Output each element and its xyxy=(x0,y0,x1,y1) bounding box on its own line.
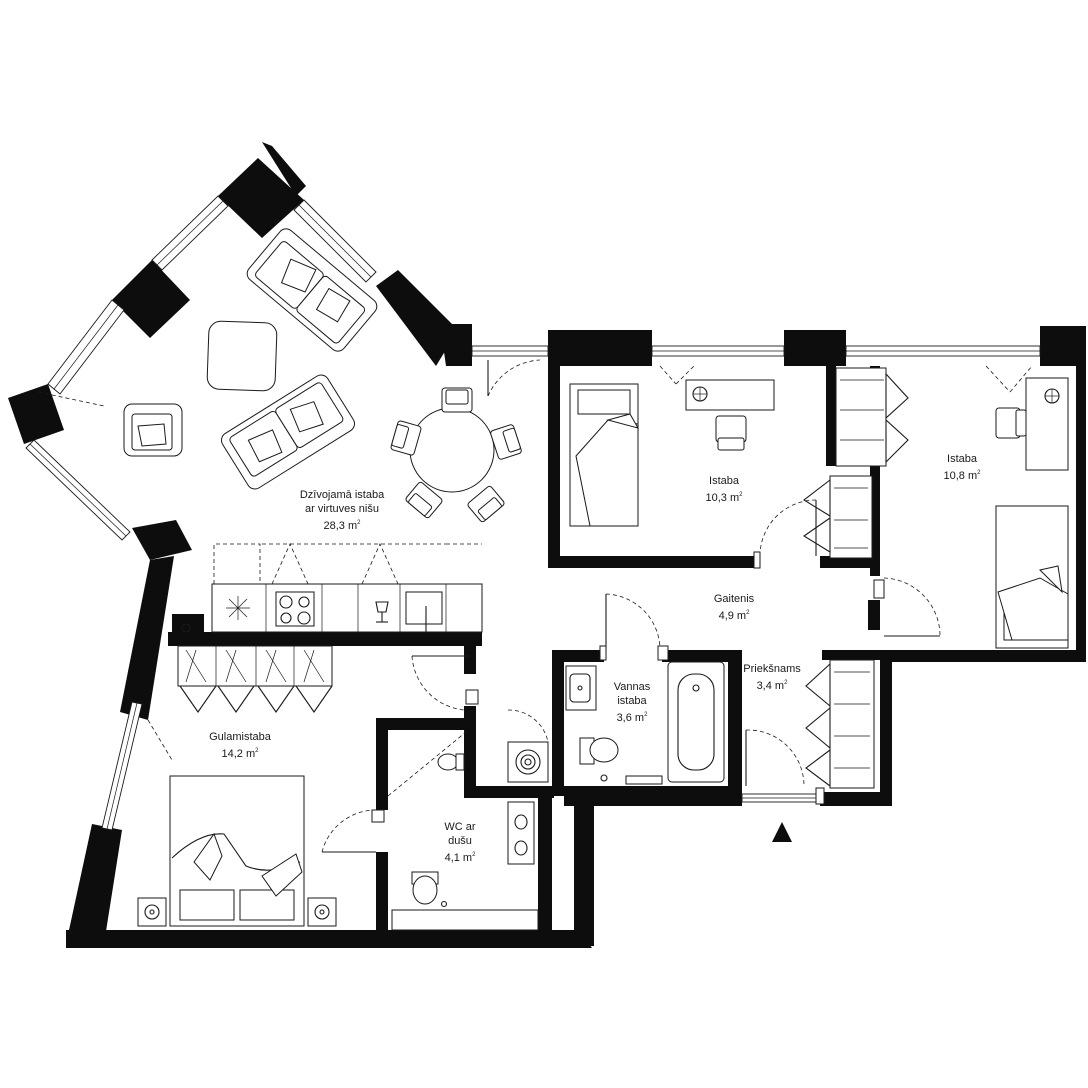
kitchen xyxy=(181,543,483,633)
room-name: Istaba xyxy=(947,453,977,465)
room-label-istaba-2: Istaba 10,8 m2 xyxy=(944,452,981,483)
room-area: 10,3 m2 xyxy=(705,492,743,504)
room-name: Vannas istaba xyxy=(613,681,651,707)
room-name: Istaba xyxy=(709,475,739,487)
room-name: Gulamistaba xyxy=(209,731,271,743)
room-name: WC ar dušu xyxy=(444,821,476,847)
living-furniture xyxy=(123,228,522,523)
walls xyxy=(8,142,1086,948)
room-label-istaba-1: Istaba 10,3 m2 xyxy=(706,474,743,505)
wc-fixtures xyxy=(387,731,539,931)
room-area: 3,4 m2 xyxy=(756,680,788,692)
north-arrow-icon xyxy=(772,822,792,842)
door-swings xyxy=(37,359,1033,853)
hall-wardrobe xyxy=(805,659,875,789)
room-label-priekshnams: Priekšnams 3,4 m2 xyxy=(743,662,800,693)
windows xyxy=(25,195,1041,831)
room-area: 14,2 m2 xyxy=(221,748,259,760)
room-name: Priekšnams xyxy=(743,663,801,675)
room-label-wc: WC ar dušu 4,1 m2 xyxy=(444,820,475,865)
room-label-gaitenis: Gaitenis 4,9 m2 xyxy=(714,592,754,623)
room-area: 3,6 m2 xyxy=(616,712,648,724)
room-name: Gaitenis xyxy=(713,593,755,605)
dishwasher-icon xyxy=(375,601,389,623)
hob-icon xyxy=(275,591,315,627)
room-istaba-1-furniture xyxy=(569,379,775,527)
room-area: 10,8 m2 xyxy=(943,470,981,482)
room-label-living: Dzīvojamā istaba ar virtuves nišu 28,3 m… xyxy=(300,488,384,533)
room-label-vannas: Vannas istaba 3,6 m2 xyxy=(614,680,651,725)
room-istaba-2-furniture xyxy=(802,367,1069,649)
ventilation-icon xyxy=(226,596,250,620)
room-area: 4,1 m2 xyxy=(444,852,476,864)
room-area: 4,9 m2 xyxy=(718,610,750,622)
room-label-gulamistaba: Gulamistaba 14,2 m2 xyxy=(209,730,271,761)
room-area: 28,3 m2 xyxy=(323,520,361,532)
bedroom-furniture xyxy=(137,645,337,927)
bathroom-fixtures xyxy=(507,661,725,785)
sink-icon xyxy=(405,591,443,632)
room-name: Dzīvojamā istaba ar virtuves nišu xyxy=(299,489,385,515)
door-frames xyxy=(371,551,885,823)
